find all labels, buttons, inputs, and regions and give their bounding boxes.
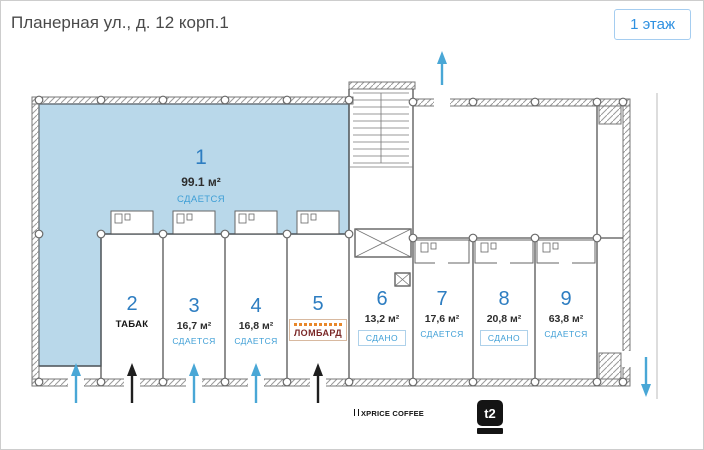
unit-area: 13,2 м² [364,313,400,325]
unit-8[interactable]: 8 20,8 м² СДАНО [456,289,552,346]
entrance-arrow-unit-4 [251,363,261,403]
entrance-arrow-right [641,357,651,397]
elevator [354,228,412,287]
unit-number: 1 [195,146,207,169]
t2-logo-strip [477,428,503,434]
entrance-arrow-top [437,51,447,85]
bathrooms-right [414,239,596,264]
structural-columns [34,95,628,387]
unit-status: СДАЕТСЯ [234,336,278,346]
unit-area: 99.1 м² [181,175,221,190]
xprice-logo-text: XPRICE COFFEE [360,409,425,418]
t2-logo: t2 [477,400,505,434]
entrance-arrow-unit-3 [189,363,199,403]
unit-number: 4 [250,295,262,317]
unit-7[interactable]: 7 17,6 м² СДАЕТСЯ [394,288,490,340]
unit-5[interactable]: 5 ЛОМБАРД [270,294,366,341]
unit-9[interactable]: 9 63,8 м² СДАЕТСЯ [518,288,614,340]
unit-4[interactable]: 4 16,8 м² СДАЕТСЯ [208,295,304,347]
unit-tenant: ЛОМБАРД [293,328,343,338]
staircase [349,92,413,168]
outer-walls [31,81,631,387]
unit-2[interactable]: 2 ТАБАК [84,293,180,331]
unit-status: СДАЕТСЯ [544,329,588,339]
unit-area: 17,6 м² [424,313,460,325]
unit-1[interactable]: 1 99.1 м² СДАЕТСЯ [153,146,249,206]
bathrooms-left [110,210,340,235]
unit-number: 2 [126,293,138,315]
lombard-sign: ЛОМБАРД [288,319,348,341]
unit-status: СДАНО [357,330,407,346]
unit-status: СДАЕТСЯ [176,194,226,206]
unit-status: СДАЕТСЯ [172,336,216,346]
t2-logo-square: t2 [477,400,503,426]
unit-3[interactable]: 3 16,7 м² СДАЕТСЯ [146,295,242,347]
unit-number: 9 [560,288,572,310]
unit-number: 6 [376,288,388,310]
unit-area: 20,8 м² [486,313,522,325]
unit-status: СДАЕТСЯ [420,329,464,339]
xprice-logo-mark [353,409,359,416]
t2-logo-text: t2 [484,405,496,421]
unit-status: СДАНО [479,330,529,346]
floor-selector[interactable]: 1 этаж [614,9,691,40]
entrance-arrows [71,51,651,403]
page-title: Планерная ул., д. 12 корп.1 [11,13,229,32]
unit-area: 16,7 м² [176,320,212,332]
lombard-sign-accent [293,323,343,326]
entrance-arrow-unit-5 [313,363,323,403]
unit-area: 63,8 м² [548,313,584,325]
unit-number: 8 [498,288,510,310]
unit-number: 7 [436,288,448,310]
unit-6[interactable]: 6 13,2 м² СДАНО [334,289,430,346]
unit-number: 5 [312,293,324,315]
unit-number: 3 [188,295,200,317]
unit-tenant: ТАБАК [115,319,149,330]
unit-area: 16,8 м² [238,320,274,332]
xprice-coffee-logo: XPRICE COFFEE [352,409,426,418]
entrance-arrow-unit-1 [71,363,81,403]
entrance-arrow-unit-2 [127,363,137,403]
